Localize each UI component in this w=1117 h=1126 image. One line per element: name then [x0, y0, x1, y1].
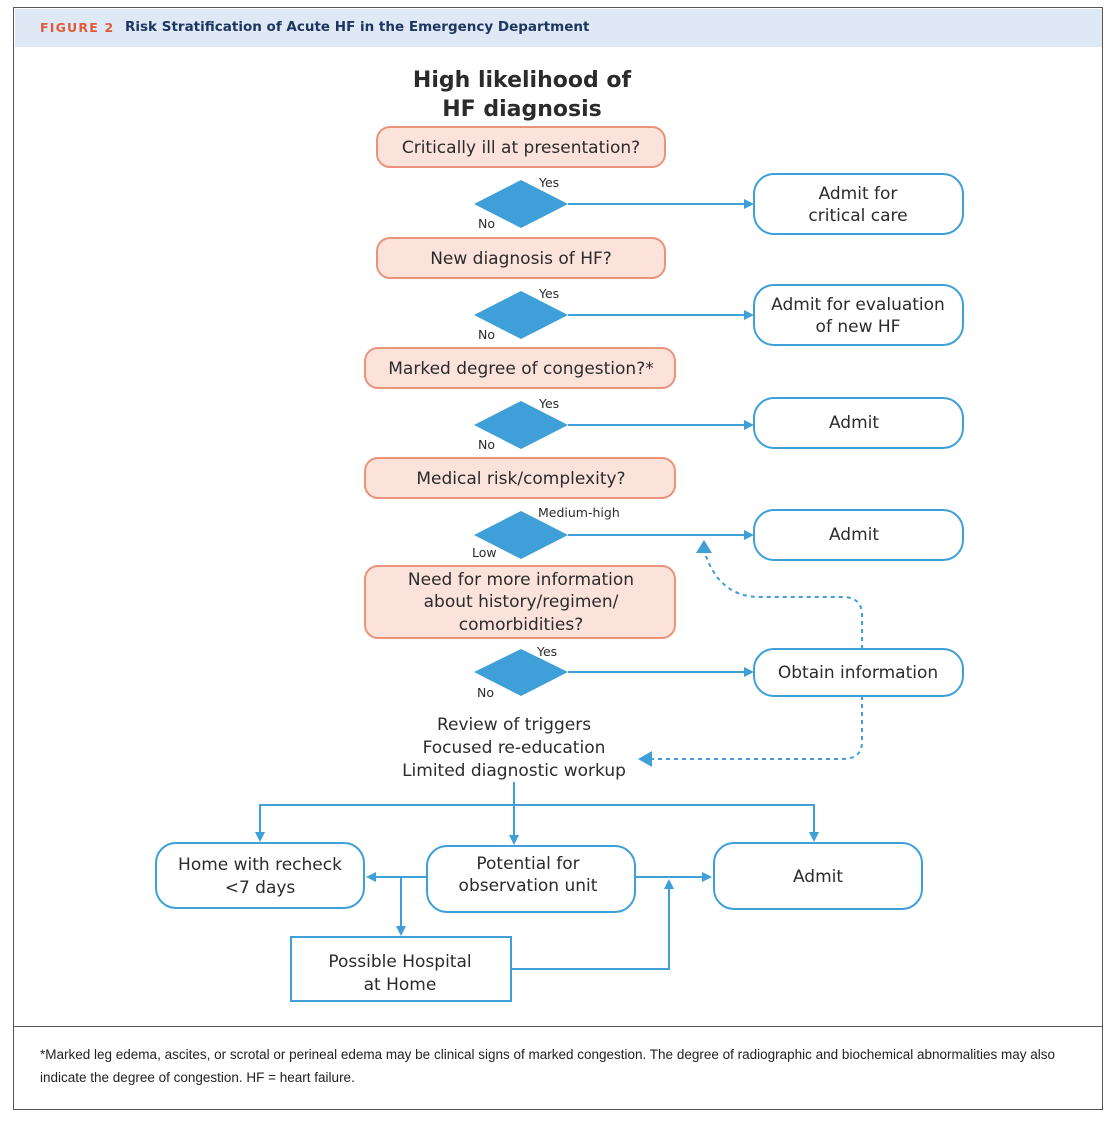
result-obtain-info: Obtain information	[778, 663, 938, 683]
label-yes-3: Yes	[538, 396, 559, 411]
home-recheck-line2: <7 days	[225, 878, 296, 898]
observation-unit-line1: Potential for	[476, 854, 579, 874]
dotted-arrowhead-up	[696, 540, 712, 553]
home-recheck-line1: Home with recheck	[178, 855, 342, 875]
result-box-critical-care	[753, 173, 964, 235]
result-critical-care-line1: Admit for	[819, 184, 898, 204]
start-title-line1: High likelihood of	[413, 68, 632, 93]
question-box-critically-ill	[376, 126, 666, 168]
question-more-info-line1: Need for more information	[408, 570, 634, 590]
observation-unit-line2: observation unit	[459, 876, 598, 896]
label-medium-high: Medium-high	[538, 505, 620, 520]
question-medical-risk: Medical risk/complexity?	[416, 469, 625, 489]
review-line2: Focused re-education	[423, 738, 606, 758]
question-congestion: Marked degree of congestion?*	[388, 359, 653, 379]
hospital-at-home-line2: at Home	[364, 975, 437, 995]
footnote-text: *Marked leg edema, ascites, or scrotal o…	[40, 1047, 1056, 1085]
footnote-divider	[14, 1026, 1102, 1027]
result-box-new-hf	[753, 284, 964, 346]
home-recheck-box	[155, 842, 365, 909]
decision-diamond-1	[474, 180, 568, 228]
label-no-3: No	[478, 437, 495, 452]
result-box-admit-3	[753, 397, 964, 449]
decision-diamond-4	[474, 511, 568, 559]
dotted-arrow-to-admit	[703, 549, 863, 649]
flowchart: High likelihood of HF diagnosis Critical…	[155, 68, 964, 1002]
result-critical-care-line2: critical care	[808, 206, 907, 226]
question-new-diagnosis: New diagnosis of HF?	[430, 249, 612, 269]
hospital-at-home-box	[290, 936, 512, 1002]
question-more-info-line3: comorbidities?	[459, 615, 583, 635]
figure-label: FIGURE 2	[40, 20, 115, 35]
question-critically-ill: Critically ill at presentation?	[402, 138, 640, 158]
decision-diamond-5	[474, 649, 568, 696]
result-admit-3: Admit	[829, 413, 879, 433]
question-more-info-line2: about history/regimen/	[424, 592, 619, 612]
result-admit-4: Admit	[829, 525, 879, 545]
review-line3: Limited diagnostic workup	[402, 761, 626, 781]
label-low: Low	[472, 545, 497, 560]
decision-diamond-3	[474, 401, 568, 449]
hospital-at-home-line1: Possible Hospital	[328, 952, 471, 972]
admit-final-label: Admit	[793, 867, 843, 887]
result-box-obtain-info	[753, 648, 964, 697]
dotted-arrow-to-review	[652, 696, 863, 760]
question-box-congestion	[364, 347, 676, 389]
observation-unit-box	[426, 845, 636, 913]
result-new-hf-line2: of new HF	[816, 317, 901, 337]
review-line1: Review of triggers	[437, 715, 591, 735]
figure-header	[15, 9, 1102, 47]
label-no-5: No	[477, 685, 494, 700]
hospital-to-admit-line	[511, 879, 674, 970]
label-yes-5: Yes	[536, 644, 557, 659]
start-title-line2: HF diagnosis	[442, 97, 602, 122]
result-box-admit-4	[753, 509, 964, 561]
question-box-more-info	[364, 565, 676, 639]
dotted-arrowhead-left	[638, 751, 652, 767]
figure-frame	[13, 7, 1103, 1110]
label-yes-2: Yes	[538, 286, 559, 301]
label-no-1: No	[478, 216, 495, 231]
decision-diamond-2	[474, 291, 568, 339]
label-no-2: No	[478, 327, 495, 342]
admit-final-box	[713, 842, 923, 910]
result-new-hf-line1: Admit for evaluation	[771, 295, 945, 315]
question-box-medical-risk	[364, 457, 676, 499]
figure-title: Risk Stratification of Acute HF in the E…	[125, 19, 590, 35]
label-yes-1: Yes	[538, 175, 559, 190]
question-box-new-diagnosis	[376, 237, 666, 279]
